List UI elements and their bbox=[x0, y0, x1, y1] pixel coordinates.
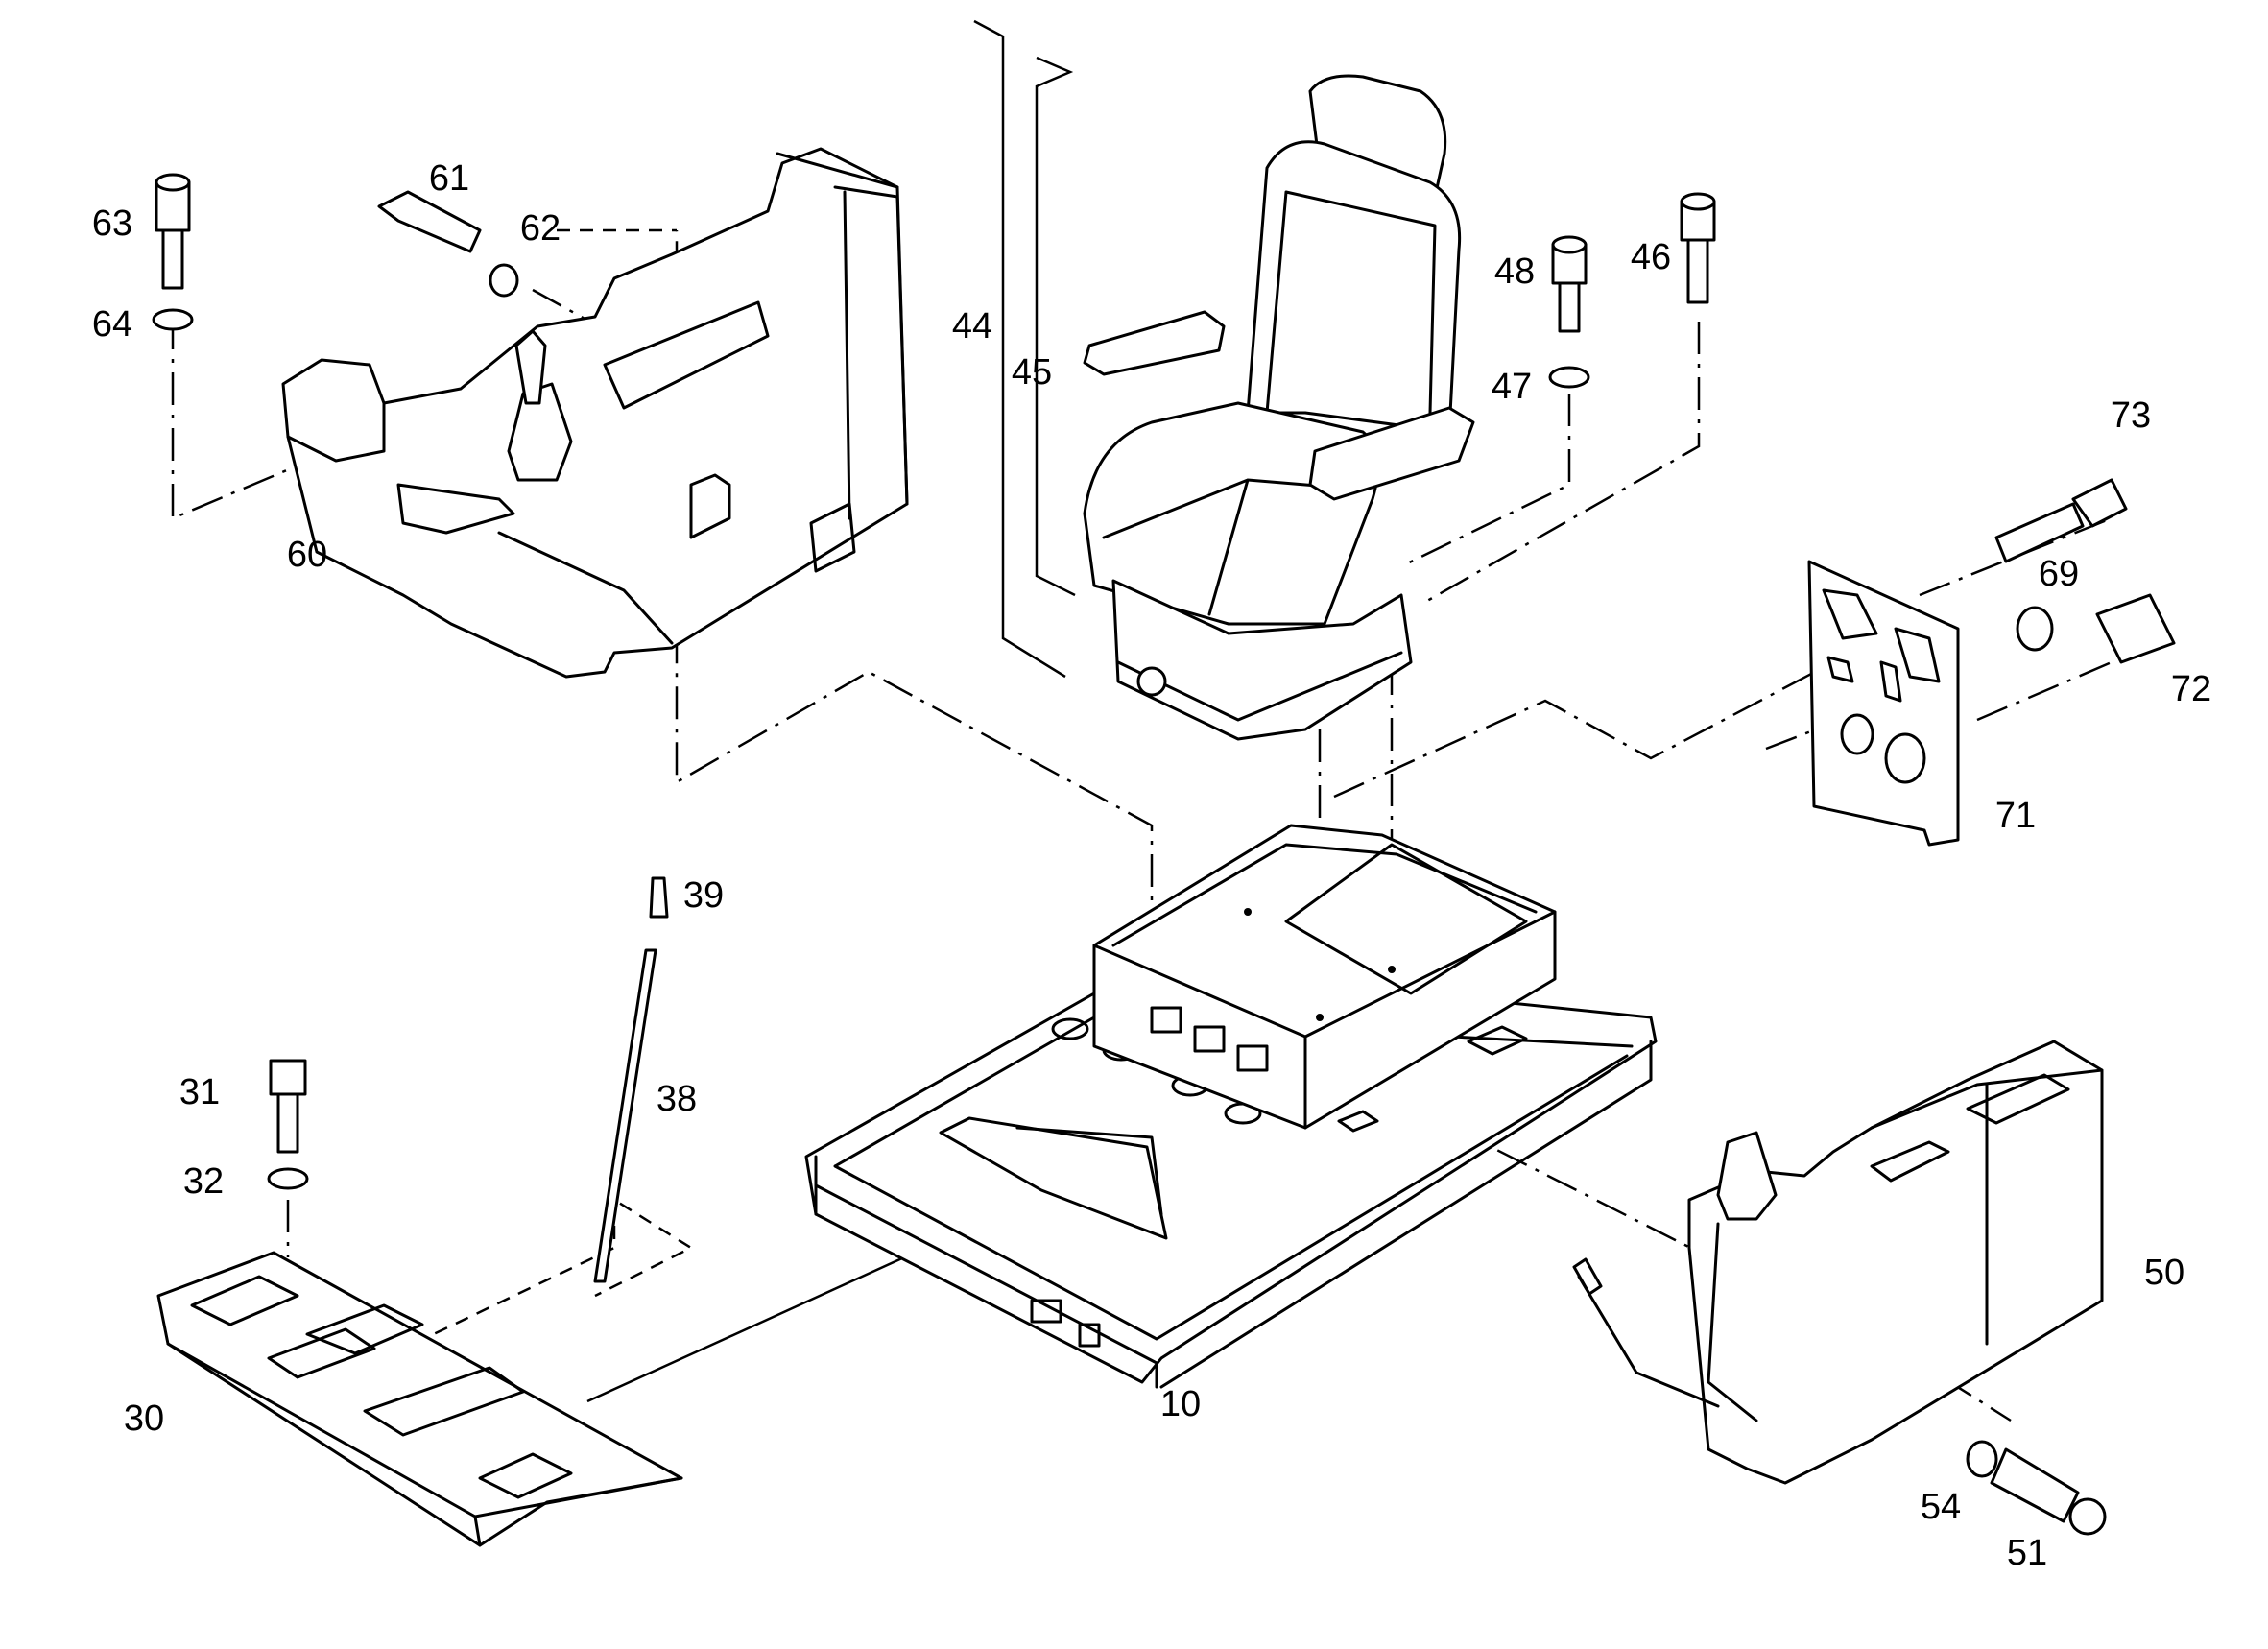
screw-61 bbox=[377, 190, 482, 253]
part-number-labels: 10 30 31 32 38 39 44 45 46 47 48 50 51 5… bbox=[92, 158, 2211, 1573]
label-61: 61 bbox=[429, 158, 469, 199]
label-30: 30 bbox=[124, 1398, 164, 1439]
knob-39 bbox=[649, 876, 669, 919]
label-46: 46 bbox=[1631, 237, 1671, 277]
label-62: 62 bbox=[520, 208, 561, 249]
chain-46 bbox=[1420, 322, 1701, 607]
label-48: 48 bbox=[1494, 251, 1535, 292]
label-47: 47 bbox=[1492, 367, 1532, 407]
label-45: 45 bbox=[1012, 352, 1052, 393]
plug-72-chain bbox=[1976, 660, 2113, 722]
label-71: 71 bbox=[1995, 796, 2036, 836]
label-64: 64 bbox=[92, 304, 132, 345]
seat-mount-box bbox=[1092, 824, 1557, 1130]
label-39: 39 bbox=[683, 875, 724, 916]
label-32: 32 bbox=[183, 1161, 224, 1202]
floor-plate bbox=[156, 1251, 683, 1547]
left-console bbox=[281, 147, 909, 679]
bolt-73-chain bbox=[1919, 516, 2113, 597]
label-38: 38 bbox=[657, 1079, 697, 1119]
label-54: 54 bbox=[1921, 1487, 1961, 1527]
label-69: 69 bbox=[2039, 554, 2079, 594]
panel-chain bbox=[1333, 660, 1834, 799]
floor-plate-dash bbox=[393, 1197, 694, 1355]
washer-54 bbox=[1966, 1440, 1998, 1478]
leader-44 bbox=[973, 19, 1066, 679]
label-60: 60 bbox=[287, 535, 327, 575]
cap-screw-46 bbox=[1680, 192, 1716, 304]
label-44: 44 bbox=[952, 306, 992, 347]
base-frame bbox=[804, 958, 1658, 1389]
bolt-73 bbox=[1994, 478, 2128, 563]
washer-64 bbox=[152, 308, 194, 331]
fasteners bbox=[152, 173, 2176, 1536]
screw-51 bbox=[1990, 1447, 2080, 1523]
label-10: 10 bbox=[1160, 1384, 1201, 1424]
washer-47 bbox=[1548, 366, 1590, 389]
side-panel bbox=[1807, 560, 1960, 847]
label-73: 73 bbox=[2111, 395, 2151, 436]
grommet-69 bbox=[2016, 606, 2054, 652]
bolt-31 bbox=[269, 1059, 307, 1154]
label-72: 72 bbox=[2171, 669, 2211, 709]
rod-38 bbox=[593, 948, 657, 1283]
label-50: 50 bbox=[2144, 1253, 2184, 1293]
washer-62 bbox=[489, 263, 519, 298]
chain-47 bbox=[1400, 394, 1571, 568]
cap-screw-63 bbox=[155, 173, 191, 290]
leader-45 bbox=[1035, 56, 1076, 597]
label-31: 31 bbox=[179, 1072, 220, 1112]
plug-72 bbox=[2095, 593, 2176, 664]
right-console bbox=[1572, 1040, 2104, 1485]
operator-seat bbox=[1083, 74, 1475, 741]
label-63: 63 bbox=[92, 203, 132, 244]
label-51: 51 bbox=[2007, 1533, 2047, 1573]
cap-screw-48 bbox=[1551, 235, 1588, 333]
washer-32 bbox=[267, 1167, 309, 1190]
